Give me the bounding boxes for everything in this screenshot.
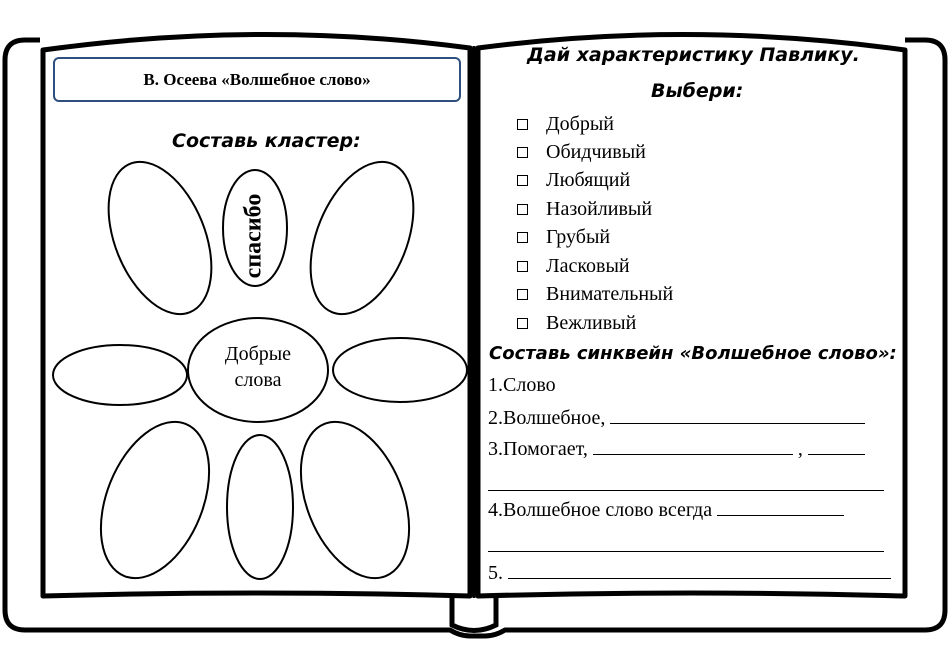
center-text-line2: слова	[235, 369, 282, 391]
checkbox-icon[interactable]	[517, 231, 528, 243]
option-item[interactable]: Назойливый	[517, 196, 652, 222]
option-item[interactable]: Любящий	[517, 167, 630, 193]
top-petal-word: спасибо	[241, 194, 267, 279]
answer-blank[interactable]	[592, 436, 793, 455]
option-label: Добрый	[546, 112, 614, 135]
petal-top	[222, 169, 288, 287]
answer-blank[interactable]	[807, 436, 865, 455]
petal-top-left	[107, 160, 213, 316]
checkbox-icon[interactable]	[517, 260, 528, 272]
book-cover	[2, 37, 948, 639]
checkbox-icon[interactable]	[517, 146, 528, 158]
checkbox-icon[interactable]	[517, 203, 528, 215]
option-label: Грубый	[546, 225, 611, 248]
checkbox-icon[interactable]	[517, 118, 528, 130]
option-label: Внимательный	[546, 282, 674, 305]
cinquain-line-3: 3.Помогает,	[488, 438, 588, 460]
cinquain-line-2-row: 2.Волшебное,	[488, 405, 866, 430]
choose-heading: Выбери:	[651, 80, 744, 102]
petal-bottom-right	[299, 420, 411, 580]
right-page	[475, 31, 908, 599]
cinquain-line-2: 2.Волшебное,	[488, 407, 606, 429]
option-label: Любящий	[546, 168, 631, 191]
cinquain-line-4: 4.Волшебное слово всегда	[488, 499, 713, 521]
answer-line[interactable]	[488, 551, 884, 552]
answer-blank[interactable]	[610, 405, 866, 424]
checkbox-icon[interactable]	[517, 317, 528, 329]
option-item[interactable]: Внимательный	[517, 281, 673, 307]
petal-left	[52, 344, 188, 406]
cluster-center	[187, 317, 329, 423]
petal-bottom-left	[99, 420, 211, 580]
cinquain-line-1: 1.Слово	[488, 374, 556, 396]
petal-right	[332, 337, 468, 403]
option-item[interactable]: Обидчивый	[517, 139, 646, 165]
book-spine	[449, 596, 499, 633]
page-title: В. Осеева «Волшебное слово»	[143, 69, 371, 89]
answer-blank[interactable]	[717, 497, 845, 516]
cinquain-line-4-row: 4.Волшебное слово всегда	[488, 497, 845, 522]
cinquain-line-5: 5.	[488, 562, 503, 584]
option-item[interactable]: Грубый	[517, 224, 610, 250]
option-label: Назойливый	[546, 197, 653, 220]
option-label: Вежливый	[546, 311, 637, 334]
cinquain-heading: Составь синквейн «Волшебное слово»:	[489, 343, 897, 364]
option-label: Обидчивый	[546, 140, 646, 163]
cinquain-line-3-row: 3.Помогает, ,	[488, 436, 865, 461]
checkbox-icon[interactable]	[517, 288, 528, 300]
petal-top-right	[309, 160, 415, 316]
option-item[interactable]: Добрый	[517, 111, 614, 137]
checkbox-icon[interactable]	[517, 174, 528, 186]
petal-bottom	[226, 434, 294, 580]
center-text-line1: Добрые	[225, 343, 291, 365]
cinquain-line-3-separator: ,	[797, 438, 803, 460]
answer-line[interactable]	[488, 490, 884, 491]
option-label: Ласковый	[546, 254, 630, 277]
title-box: В. Осеева «Волшебное слово»	[53, 57, 461, 102]
option-item[interactable]: Ласковый	[517, 253, 630, 279]
cinquain-line-5-row: 5.	[488, 560, 891, 585]
answer-blank[interactable]	[508, 560, 891, 579]
cluster-heading: Составь кластер:	[172, 130, 361, 152]
option-item[interactable]: Вежливый	[517, 310, 636, 336]
characterize-heading: Дай характеристику Павлику.	[527, 44, 860, 66]
